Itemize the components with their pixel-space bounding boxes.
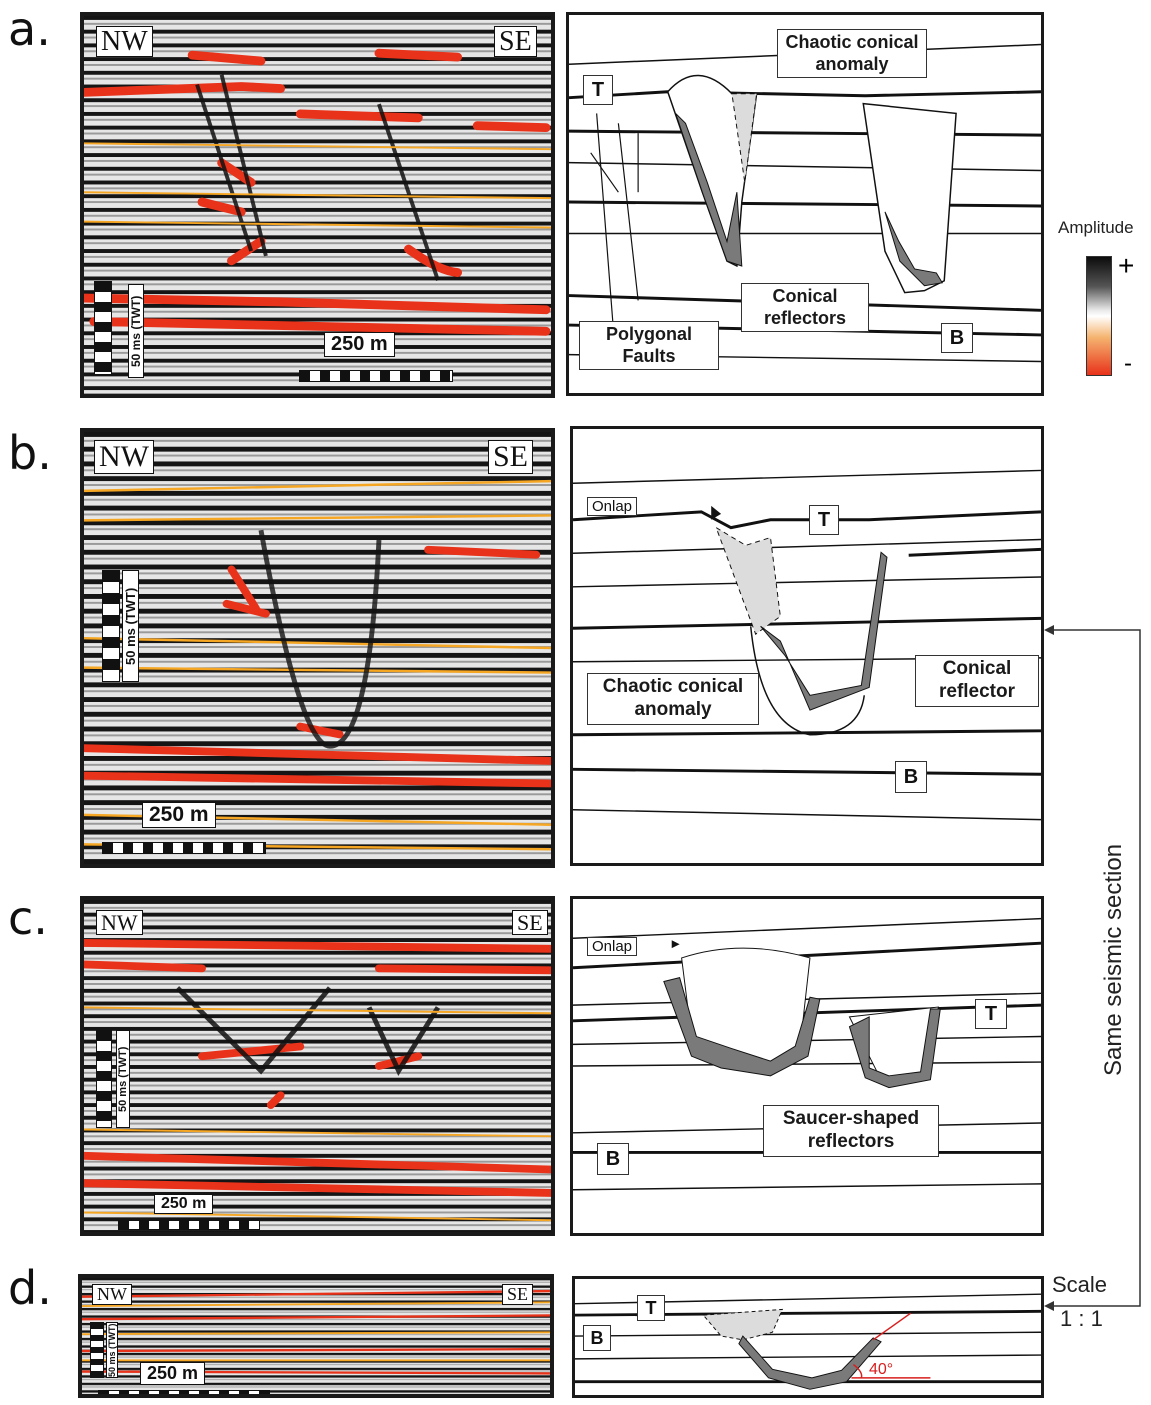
se-label-b: SE (488, 440, 534, 474)
base-marker-c: B (597, 1143, 629, 1175)
panel-b-letter: b. (8, 426, 52, 480)
se-label-a: SE (494, 26, 537, 58)
interpretation-drawing-b (573, 469, 1041, 821)
same-section-label: Same seismic section (1100, 820, 1128, 1100)
onlap-label-b: Onlap (587, 497, 638, 516)
vertical-scale-label-c: 50 ms (TWT) (116, 1030, 130, 1128)
interpretation-c: Onlap T Saucer-shaped reflectors B (570, 896, 1044, 1236)
saucer-reflectors-label-c: Saucer-shaped reflectors (763, 1105, 939, 1157)
polygonal-faults-label-a: Polygonal Faults (579, 321, 719, 371)
se-label-d: SE (502, 1284, 534, 1305)
nw-label-c: NW (96, 910, 143, 936)
interpretation-a: T Chaotic conical anomaly Conical reflec… (566, 12, 1044, 396)
seismic-section-b: NW SE 50 ms (TWT) 250 m (80, 428, 555, 868)
scale-note-line1: Scale (1052, 1272, 1108, 1297)
chaotic-anomaly-label-a: Chaotic conical anomaly (777, 29, 927, 79)
nw-label-a: NW (96, 26, 153, 58)
nw-label-b: NW (94, 440, 154, 474)
panel-d-letter: d. (8, 1261, 52, 1315)
vertical-scale-bar-c (96, 1030, 112, 1128)
top-marker-c: T (975, 999, 1007, 1029)
chaotic-anomaly-label-b: Chaotic conical anomaly (587, 673, 759, 725)
nw-label-d: NW (92, 1284, 132, 1305)
interpretation-d: T B 40° (572, 1276, 1044, 1398)
seismic-image-c (84, 900, 551, 1232)
vertical-scale-label-b: 50 ms (TWT) (122, 570, 139, 682)
vertical-scale-bar-d (90, 1322, 104, 1378)
top-marker-d: T (637, 1295, 665, 1321)
top-marker-b: T (809, 505, 839, 535)
horizontal-scale-label-d: 250 m (140, 1362, 206, 1385)
se-label-c: SE (512, 910, 548, 936)
conical-reflector-label-b: Conical reflector (915, 655, 1039, 707)
horizontal-scale-bar-b (102, 842, 266, 854)
horizontal-scale-label-a: 250 m (324, 332, 395, 357)
interpretation-drawing-a (569, 43, 1041, 363)
vertical-scale-bar-b (102, 570, 120, 682)
conical-reflectors-label-a: Conical reflectors (741, 283, 869, 333)
interpretation-drawing-c (573, 917, 1041, 1191)
amplitude-minus: - (1124, 350, 1132, 377)
vertical-scale-label-a: 50 ms (TWT) (128, 284, 144, 378)
horizontal-scale-bar-c (118, 1220, 260, 1230)
base-marker-d: B (583, 1325, 611, 1351)
horizontal-scale-label-c: 250 m (154, 1194, 214, 1214)
base-marker-a: B (941, 323, 973, 353)
base-marker-b: B (895, 761, 927, 793)
seismic-section-d: NW SE 50 ms (TWT) 250 m (78, 1274, 554, 1398)
seismic-section-c: NW SE 50 ms (TWT) 250 m (80, 896, 555, 1236)
amplitude-title: Amplitude (1058, 218, 1134, 237)
scale-note-line2: 1 : 1 (1060, 1306, 1103, 1331)
horizontal-scale-bar-a (299, 370, 453, 382)
horizontal-scale-bar-d (98, 1390, 270, 1394)
angle-label-d: 40° (869, 1361, 894, 1378)
onlap-label-c: Onlap (587, 937, 638, 956)
interpretation-b: Onlap T Chaotic conical anomaly Conical … (570, 426, 1044, 866)
panel-c-letter: c. (8, 891, 48, 945)
amplitude-plus: + (1118, 250, 1135, 281)
vertical-scale-label-d: 50 ms (TWT) (106, 1322, 118, 1378)
horizontal-scale-label-b: 250 m (142, 802, 216, 828)
seismic-image-b (84, 432, 551, 864)
same-section-connector (1044, 625, 1141, 1311)
top-marker-a: T (583, 75, 613, 105)
amplitude-colorbar (1086, 256, 1112, 376)
vertical-scale-bar-a (94, 281, 112, 375)
seismic-image-a (84, 16, 551, 394)
seismic-section-a: NW SE 50 ms (TWT) 250 m (80, 12, 555, 398)
panel-a-letter: a. (8, 2, 51, 56)
